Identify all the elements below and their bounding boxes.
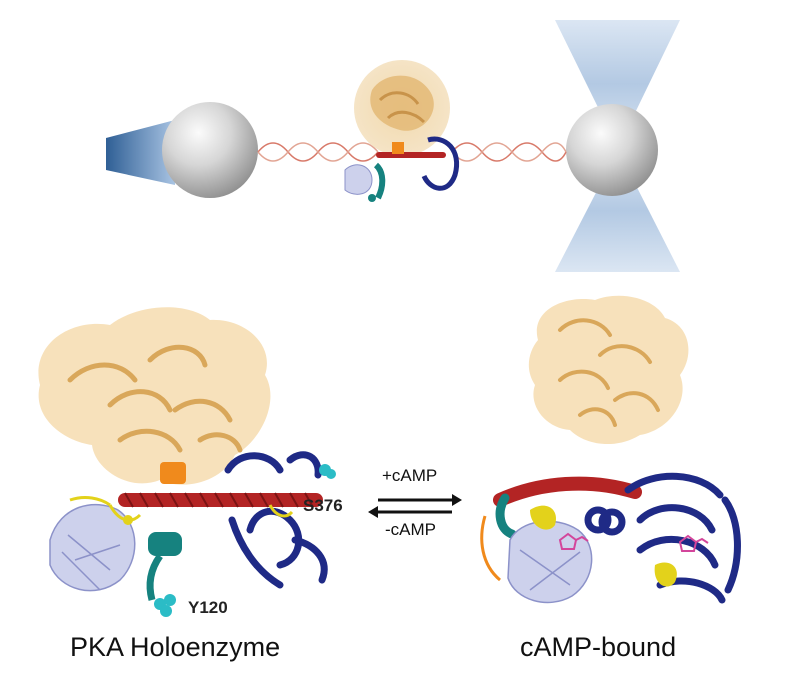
laser-beam-right bbox=[555, 20, 680, 148]
free-catalytic-ribbons bbox=[558, 318, 660, 427]
tethered-protein bbox=[344, 60, 459, 202]
pka-orange-motif bbox=[160, 462, 186, 484]
residue-label-s376: S376 bbox=[303, 496, 343, 515]
cnb-a-domain bbox=[224, 451, 328, 589]
caption-camp-bound: cAMP-bound bbox=[520, 632, 677, 662]
laser-beam-right-lower bbox=[555, 150, 680, 272]
camp-orange-tail bbox=[480, 515, 501, 582]
camp-regulatory-helix bbox=[493, 476, 642, 507]
catalytic-subunit-ribbons bbox=[67, 344, 243, 453]
inhibitor-helix bbox=[146, 532, 182, 601]
dna-handle-left bbox=[257, 142, 379, 162]
regulatory-helix bbox=[118, 492, 323, 508]
free-catalytic-subunit bbox=[528, 295, 689, 445]
cnb-b-domain bbox=[49, 503, 136, 592]
optical-trap-bead-left bbox=[162, 102, 258, 198]
camp-ligand-marks bbox=[558, 532, 709, 552]
camp-cnb-b-domain bbox=[507, 520, 593, 604]
arrow-label-forward: +cAMP bbox=[382, 466, 438, 485]
residue-label-y120: Y120 bbox=[188, 598, 228, 617]
laser-beam-left bbox=[106, 120, 175, 185]
optical-trap-bead-right bbox=[566, 104, 658, 196]
arrow-label-reverse: -cAMP bbox=[385, 520, 436, 539]
caption-holoenzyme: PKA Holoenzyme bbox=[70, 632, 281, 662]
dna-handle-right bbox=[451, 142, 567, 162]
y120-residue-marker bbox=[154, 594, 176, 617]
camp-linker-segments bbox=[530, 505, 677, 587]
